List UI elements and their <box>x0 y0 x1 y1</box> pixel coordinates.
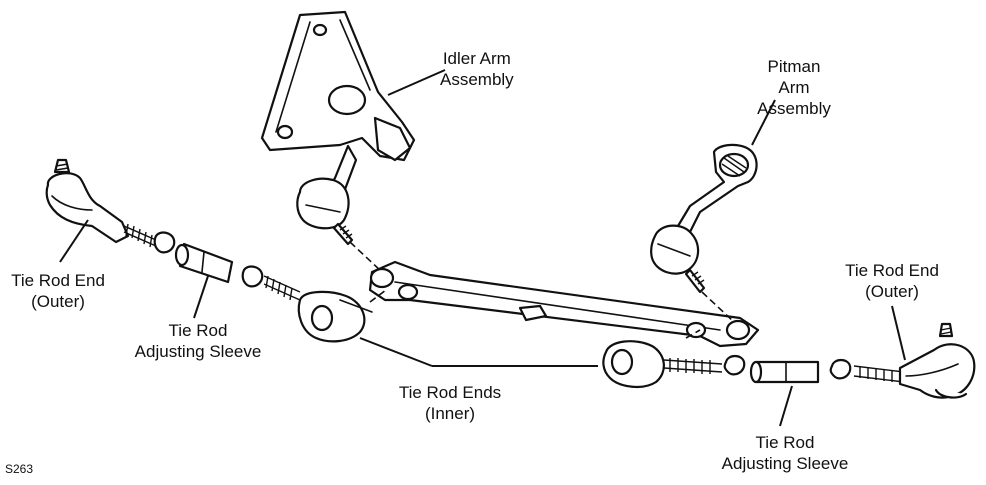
right-sleeve-leader <box>779 385 793 427</box>
label-adjusting-sleeve-right: Tie Rod Adjusting Sleeve <box>721 433 849 473</box>
right-outer-tie-rod-end <box>853 322 976 399</box>
right-adjusting-sleeve <box>749 358 852 384</box>
label-tie-rod-end-outer-left: Tie Rod End (Outer) <box>11 271 105 311</box>
left-sleeve-leader <box>193 275 209 319</box>
label-pitman-arm-assembly: Pitman Arm Assembly <box>757 57 831 118</box>
idler-arm-assembly <box>260 10 416 246</box>
pitman-arm-assembly <box>650 143 758 294</box>
label-idler-arm-assembly: Idler Arm Assembly <box>440 49 514 89</box>
center-link <box>368 260 760 348</box>
right-inner-tie-rod-end <box>602 340 746 388</box>
leader-lines <box>59 69 906 427</box>
label-tie-rod-ends-inner: Tie Rod Ends (Inner) <box>398 383 502 423</box>
left-adjusting-sleeve <box>174 242 301 301</box>
label-tie-rod-end-outer-right: Tie Rod End (Outer) <box>845 261 939 301</box>
figure-code: S263 <box>5 462 34 476</box>
left-inner-tie-rod-end <box>297 290 373 343</box>
idler-arm-leader <box>387 69 446 96</box>
pitman-arm-leader <box>751 99 776 146</box>
label-adjusting-sleeve-left: Tie Rod Adjusting Sleeve <box>134 321 262 361</box>
inner-ends-leader-left <box>359 337 433 367</box>
left-outer-end-leader <box>59 219 89 263</box>
left-outer-tie-rod-end <box>45 158 176 254</box>
right-outer-end-leader <box>891 305 906 361</box>
